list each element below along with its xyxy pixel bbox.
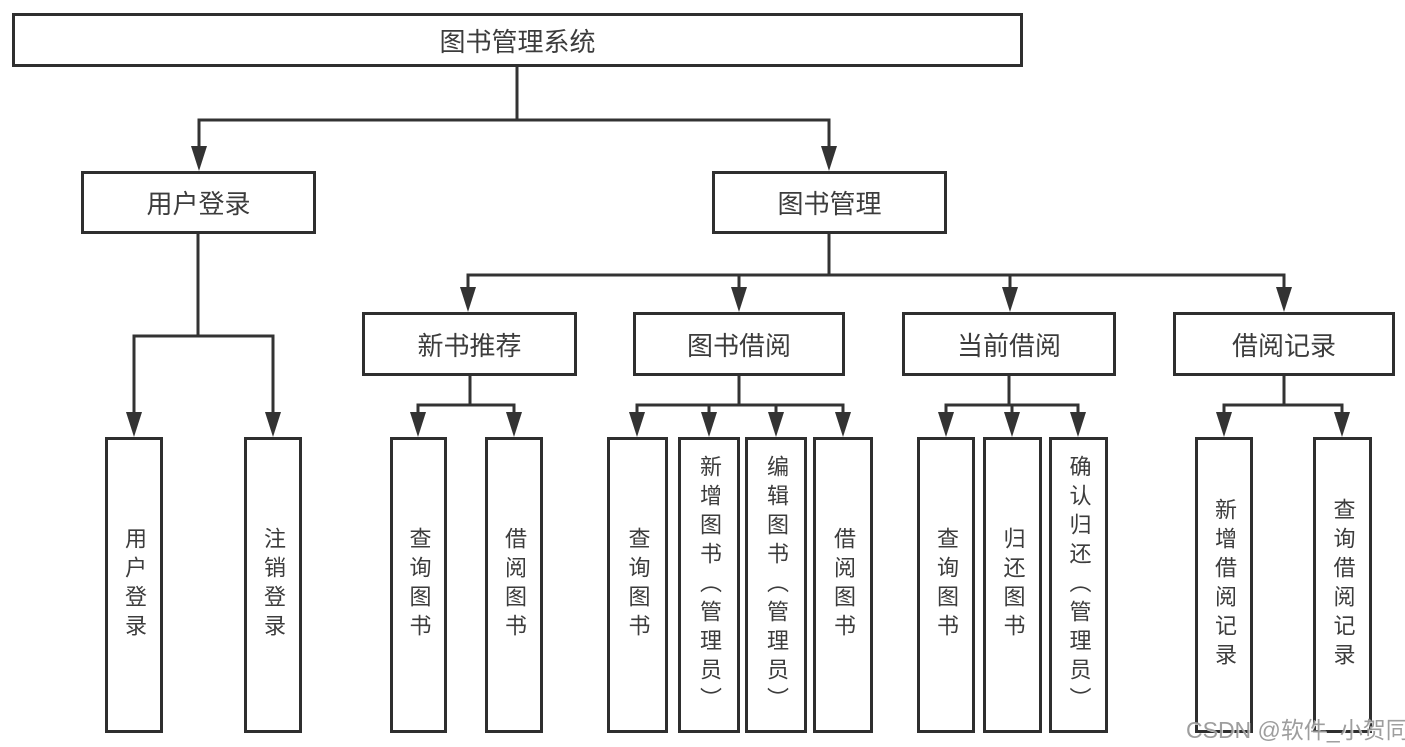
leaf-label: 查询图书	[406, 527, 432, 643]
connectors-book-management	[460, 230, 1292, 312]
leaf-label: 查询借阅记录	[1330, 498, 1356, 672]
leaf-label: 新增图书（管理员）	[697, 454, 722, 716]
leaf-label: 用户登录	[122, 527, 147, 643]
node-label: 新书推荐	[417, 330, 522, 361]
arrowhead-icon	[410, 412, 426, 437]
arrowhead-icon	[701, 412, 717, 437]
arrowhead-icon	[191, 146, 207, 171]
leaf-label: 查询图书	[934, 527, 959, 643]
leaf-add-books-admin: 新增图书（管理员）	[678, 437, 740, 733]
arrowhead-icon	[1276, 287, 1292, 312]
node-borrowing-records: 借阅记录	[1173, 312, 1395, 376]
leaf-edit-books-admin: 编辑图书（管理员）	[745, 437, 807, 733]
node-book-management: 图书管理	[712, 171, 947, 234]
arrowhead-icon	[835, 412, 851, 437]
connectors-new-book-recommendation	[410, 372, 522, 437]
node-label: 图书管理	[777, 189, 882, 219]
node-new-book-recommendation: 新书推荐	[362, 312, 577, 376]
node-label: 用户登录	[146, 189, 251, 219]
leaf-add-borrow-record: 新增借阅记录	[1195, 437, 1253, 733]
node-library-management-system: 图书管理系统	[12, 13, 1023, 67]
arrowhead-icon	[938, 412, 954, 437]
arrowhead-icon	[821, 146, 837, 171]
leaf-label: 查询图书	[625, 527, 651, 643]
leaf-label: 借阅图书	[831, 527, 856, 643]
arrowhead-icon	[629, 412, 645, 437]
arrowhead-icon	[1004, 412, 1020, 437]
node-current-borrowing: 当前借阅	[902, 312, 1116, 376]
leaf-search-books: 查询图书	[917, 437, 975, 733]
leaf-search-borrow-record: 查询借阅记录	[1313, 437, 1372, 733]
leaf-label: 注销登录	[261, 527, 286, 643]
connectors-root	[191, 63, 837, 171]
arrowhead-icon	[1216, 412, 1232, 437]
arrowhead-icon	[265, 412, 281, 437]
arrowhead-icon	[768, 412, 784, 437]
connectors-book-borrowing	[629, 372, 851, 437]
node-label: 图书借阅	[686, 330, 791, 361]
arrowhead-icon	[1334, 412, 1350, 437]
leaf-search-books: 查询图书	[390, 437, 447, 733]
arrowhead-icon	[460, 287, 476, 312]
node-label: 借阅记录	[1231, 330, 1336, 361]
leaf-label: 归还图书	[1000, 527, 1026, 643]
leaf-user-login: 用户登录	[105, 437, 163, 733]
leaf-label: 借阅图书	[502, 527, 527, 643]
arrowhead-icon	[506, 412, 522, 437]
leaf-logout: 注销登录	[244, 437, 302, 733]
node-label: 图书管理系统	[439, 26, 596, 57]
arrowhead-icon	[731, 287, 747, 312]
node-label: 当前借阅	[956, 330, 1061, 361]
leaf-borrow-books: 借阅图书	[813, 437, 873, 733]
arrowhead-icon	[1070, 412, 1086, 437]
arrowhead-icon	[1002, 287, 1018, 312]
leaf-return-books: 归还图书	[983, 437, 1042, 733]
node-book-borrowing: 图书借阅	[633, 312, 845, 376]
watermark: CSDN @软件_小贺同学	[1186, 717, 1405, 743]
connectors-borrowing-records	[1216, 372, 1350, 437]
leaf-borrow-books: 借阅图书	[485, 437, 543, 733]
leaf-confirm-return-admin: 确认归还（管理员）	[1049, 437, 1108, 733]
connectors-user-login	[126, 230, 281, 437]
leaf-label: 编辑图书（管理员）	[764, 454, 789, 716]
leaf-search-books: 查询图书	[607, 437, 668, 733]
connectors-current-borrowing	[938, 372, 1086, 437]
leaf-label: 确认归还（管理员）	[1066, 454, 1092, 716]
leaf-label: 新增借阅记录	[1212, 498, 1237, 672]
arrowhead-icon	[126, 412, 142, 437]
node-user-login: 用户登录	[81, 171, 316, 234]
